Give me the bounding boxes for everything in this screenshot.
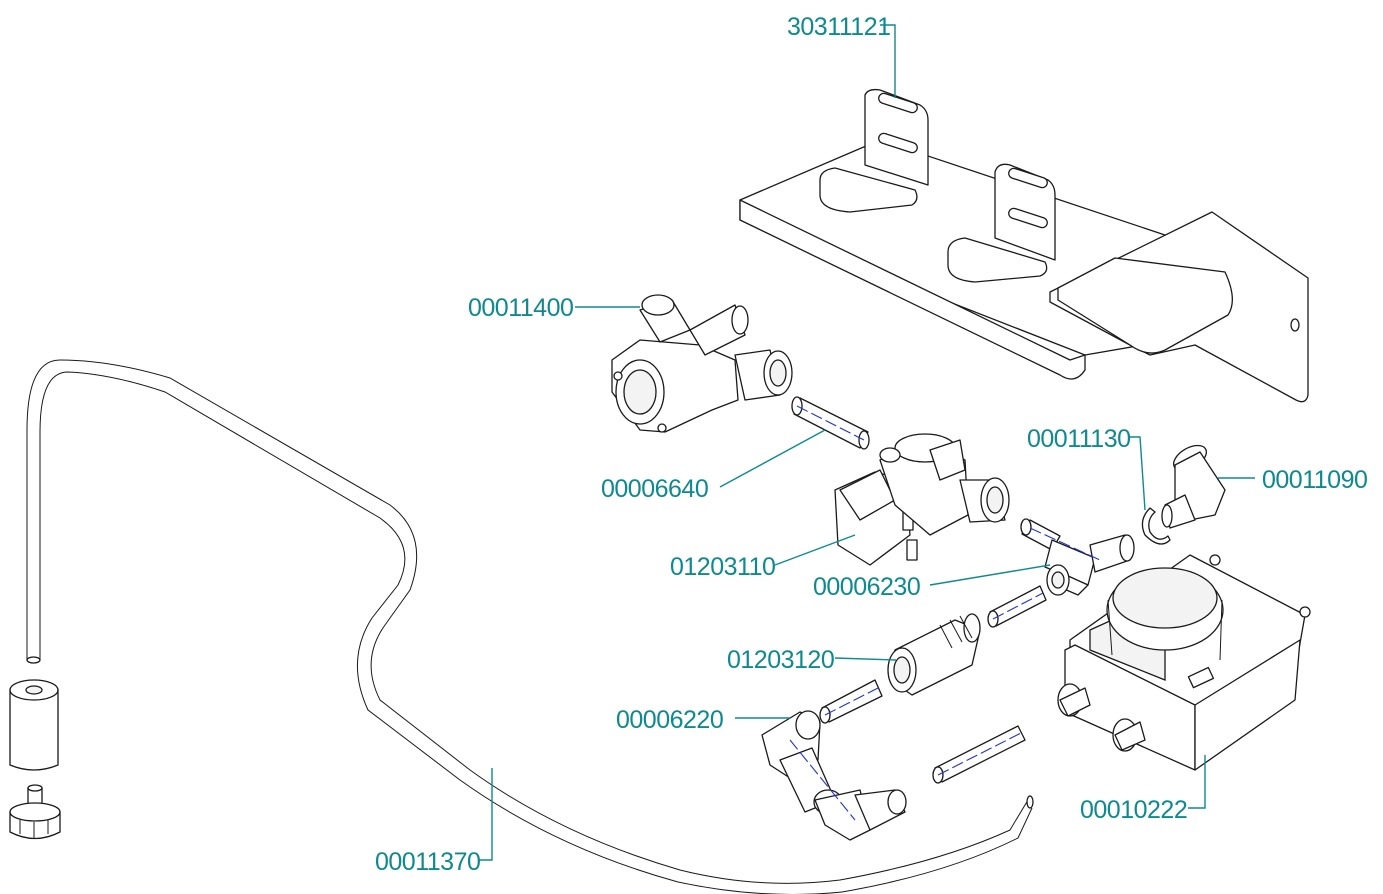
leader-lines (478, 24, 1255, 861)
leader-30311121 (880, 24, 896, 98)
elbow-fitting-lower (761, 710, 907, 841)
tube-segment-upper (791, 396, 870, 450)
check-valve (887, 613, 981, 696)
tube-segment-middle (987, 585, 1047, 628)
inline-filter (9, 679, 59, 771)
long-tubing (26, 359, 1034, 894)
tube-segment-lower-left (819, 679, 883, 724)
callout-00011130: 00011130 (1027, 425, 1131, 453)
callout-00006230: 00006230 (813, 573, 920, 601)
leader-01203110 (774, 534, 856, 566)
leader-00006230 (929, 564, 1051, 586)
callout-00011090: 00011090 (1262, 466, 1367, 494)
callout-30311121: 30311121 (787, 13, 891, 41)
callout-00010222: 00010222 (1080, 796, 1187, 824)
elbow-fitting-right (1161, 444, 1226, 529)
pump-unit (1057, 554, 1311, 771)
callout-00011400: 00011400 (468, 294, 573, 322)
tube-segment-loose (932, 725, 1026, 784)
clip-ring (1141, 507, 1171, 545)
callout-00011370: 00011370 (375, 848, 480, 876)
callout-01203110: 01203110 (670, 553, 775, 581)
suction-nozzle (9, 784, 61, 840)
solenoid-valve-upper (611, 294, 793, 433)
leader-00006640 (719, 429, 826, 488)
callout-01203120: 01203120 (727, 646, 834, 674)
leader-00011130 (1128, 436, 1146, 511)
callout-00006220: 00006220 (616, 706, 723, 734)
mounting-bracket (739, 88, 1309, 403)
tee-fitting (1020, 518, 1135, 596)
callout-00006640: 00006640 (601, 475, 708, 503)
callout-labels: 30311121 00011400 00006640 00011130 0001… (375, 13, 1368, 876)
leader-00010222 (1188, 755, 1206, 809)
leader-01203120 (834, 657, 897, 661)
leader-00011370 (478, 768, 493, 861)
solenoid-valve-lower (834, 433, 1010, 566)
